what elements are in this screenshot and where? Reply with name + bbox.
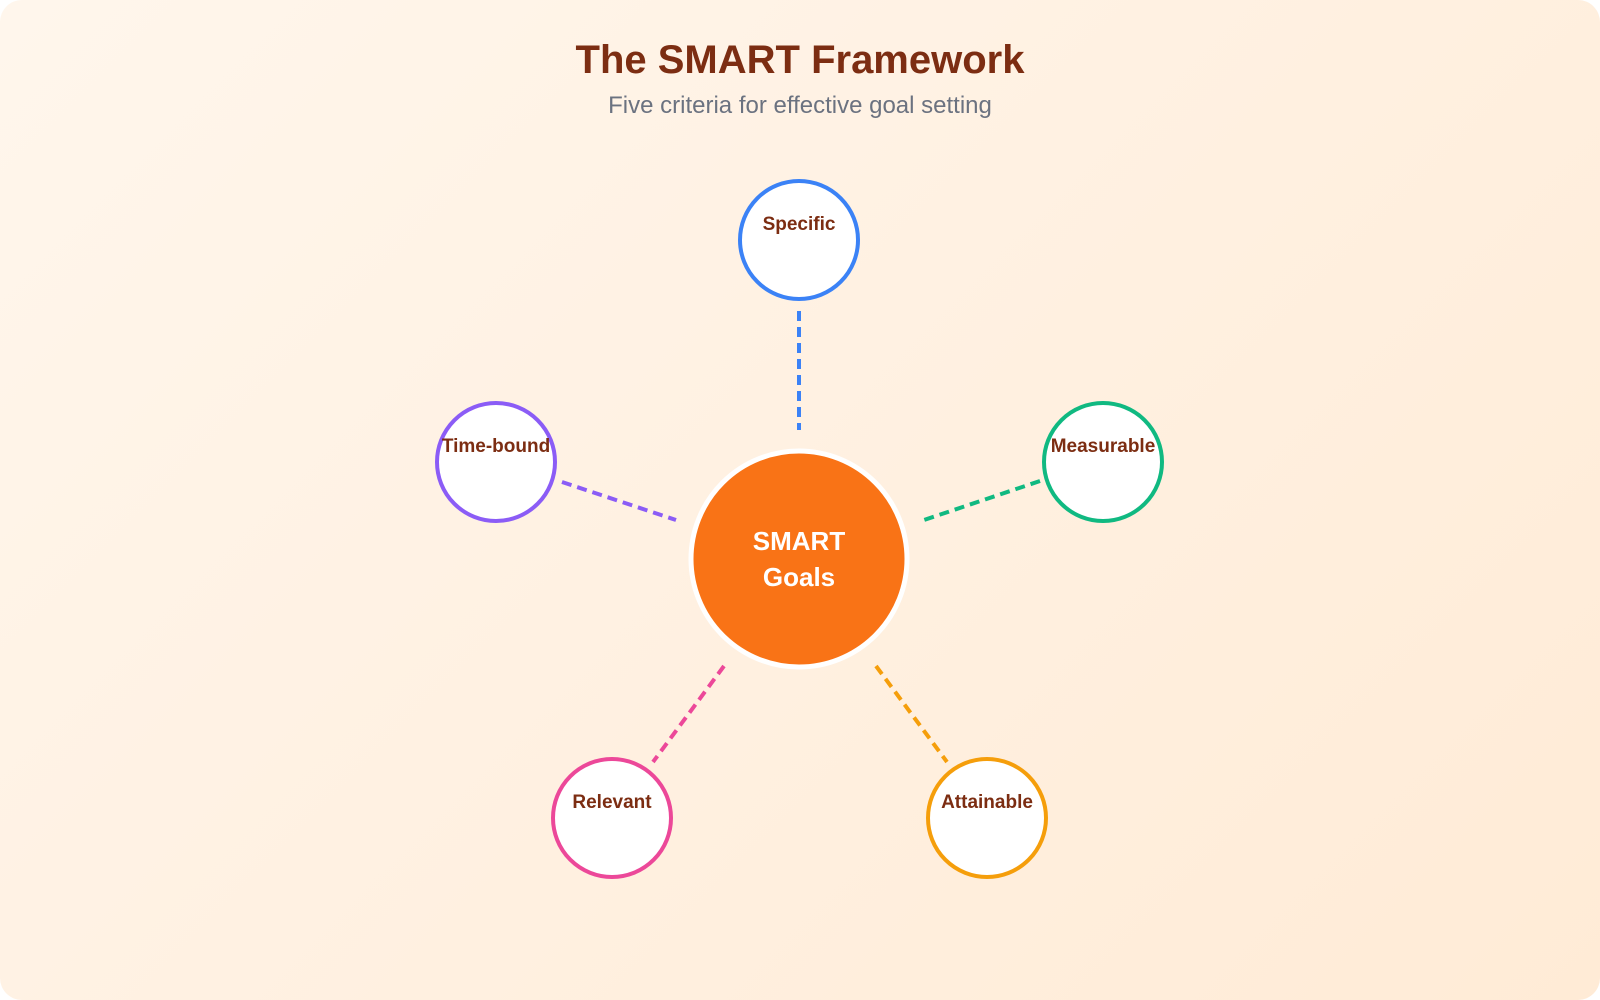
page-title: The SMART Framework [575, 38, 1025, 82]
center-label-line1: SMART [753, 526, 846, 556]
node-time-bound-label: Time-bound [442, 436, 550, 457]
node-attainable-label: Attainable [941, 792, 1033, 813]
center-node[interactable]: SMART Goals [688, 448, 910, 670]
node-specific-label: Specific [763, 214, 836, 235]
node-measurable[interactable]: Measurable [1042, 401, 1164, 523]
node-measurable-label: Measurable [1051, 436, 1156, 457]
node-attainable[interactable]: Attainable [926, 757, 1048, 879]
node-relevant[interactable]: Relevant [551, 757, 673, 879]
center-label-line2: Goals [763, 562, 835, 592]
node-relevant-label: Relevant [572, 792, 652, 813]
connector-measurable [923, 479, 1041, 522]
node-time-bound[interactable]: Time-bound [435, 401, 557, 523]
page-subtitle: Five criteria for effective goal setting [608, 92, 992, 119]
connector-attainable [874, 664, 949, 764]
connector-time-bound [561, 480, 677, 522]
connector-relevant [651, 664, 726, 764]
node-specific[interactable]: Specific [738, 179, 860, 301]
